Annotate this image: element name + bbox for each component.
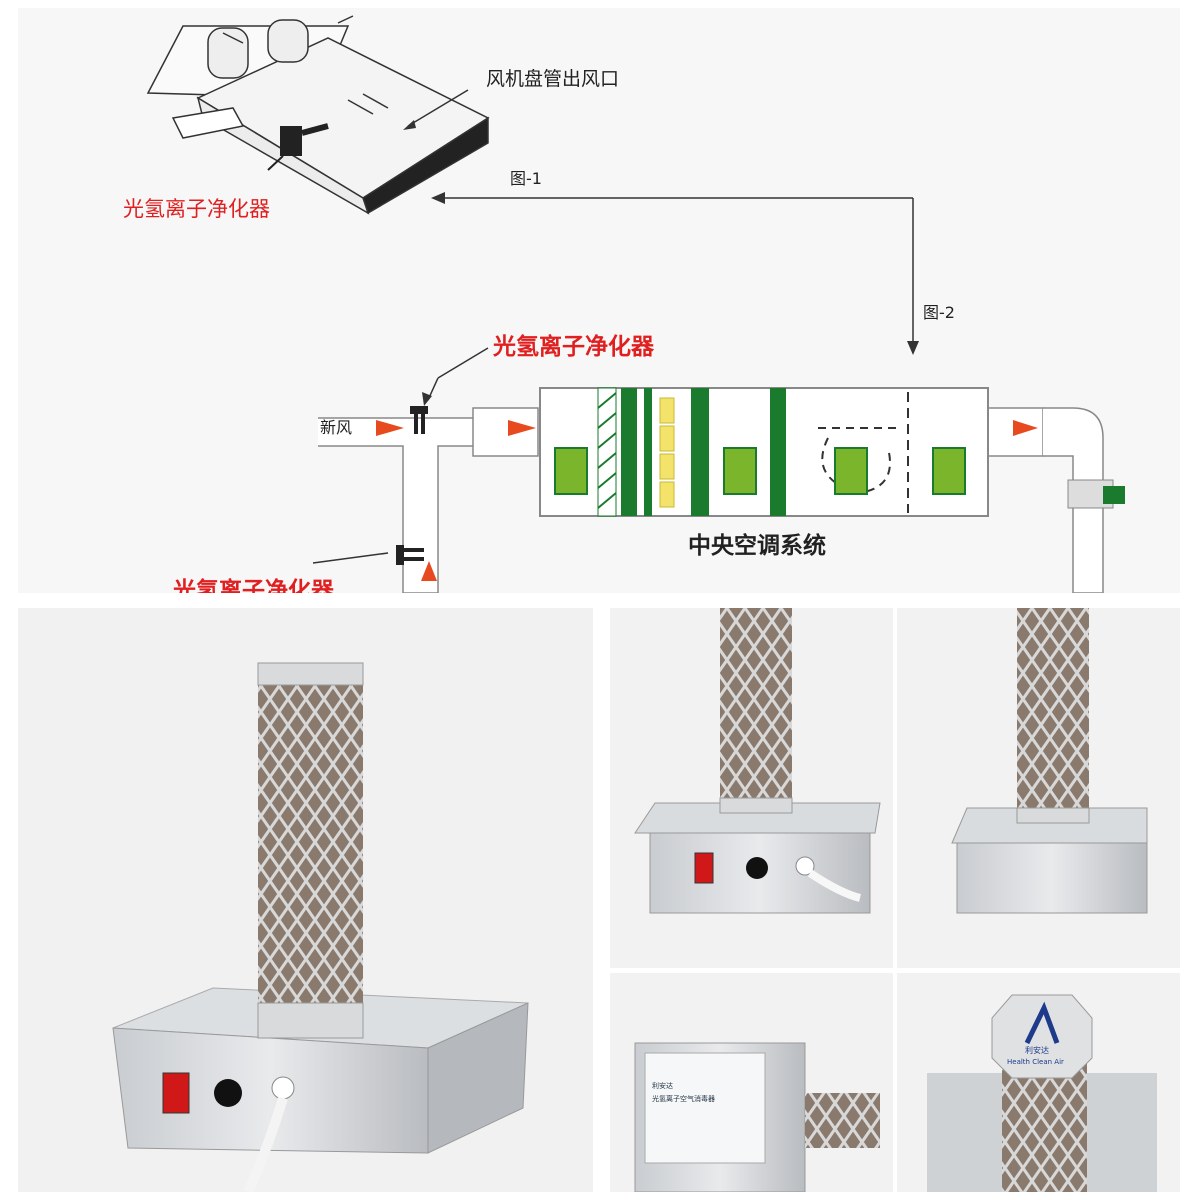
product-main-svg (112, 662, 529, 1192)
purifier-label-3: 光氢离子净化器 (172, 577, 335, 593)
logo-brand-text: 利安达 (1025, 1045, 1049, 1055)
arrow-right-icon (376, 420, 404, 436)
product-label (644, 1052, 766, 1164)
label-brand: 利安达 (652, 1081, 673, 1090)
arrow-down-icon (907, 341, 919, 355)
fan-block (834, 447, 868, 495)
base-front (956, 842, 1148, 914)
duct-purifier-icon (396, 406, 428, 565)
coil-bar (770, 388, 786, 516)
indicator-knob (214, 1079, 242, 1107)
right-purifier-icon (1103, 486, 1125, 504)
purifier-label-1: 光氢离子净化器 (123, 197, 270, 221)
fan-block (554, 447, 588, 495)
fan-coil-outlet-label: 风机盘管出风口 (486, 68, 619, 90)
coil-bar (644, 388, 652, 516)
power-switch (162, 1072, 190, 1114)
product-photo-grid: 利安达 光氢离子空气消毒器 利安达 Health Clean Air (610, 608, 1180, 1192)
indicator-knob (746, 857, 768, 879)
photo-top-view: 利安达 Health Clean Air (897, 973, 1180, 1192)
installation-diagram: 风机盘管出风口 光氢离子净化器 图-1 图-2 光氢离子净化器 (18, 8, 1180, 593)
cable-port (795, 856, 815, 876)
tube-cap-top (257, 662, 364, 686)
photo-label-view: 利安达 光氢离子空气消毒器 (610, 973, 893, 1192)
arrow-left-icon (431, 192, 445, 204)
yellow-filter (659, 397, 675, 508)
label-title: 光氢离子空气消毒器 (652, 1094, 715, 1103)
purifier-label-2: 光氢离子净化器 (492, 333, 655, 360)
fan-coil-unit (146, 15, 490, 215)
mesh-tube (258, 668, 363, 1013)
base-side (427, 1002, 529, 1154)
diagram-svg: 风机盘管出风口 光氢离子净化器 图-1 图-2 光氢离子净化器 (123, 15, 1125, 593)
figure-1-label: 图-1 (510, 169, 542, 188)
product-photo-main (18, 608, 593, 1192)
fresh-air-label: 新风 (320, 418, 352, 437)
logo-english-text: Health Clean Air (1007, 1058, 1064, 1066)
mesh-tube (805, 1093, 880, 1148)
tube-cap-octagon (991, 994, 1093, 1079)
fan-block (932, 447, 966, 495)
power-switch (694, 852, 714, 884)
brand-logo-icon (1024, 1001, 1060, 1045)
central-ac-label: 中央空调系统 (688, 532, 826, 559)
mesh-tube (720, 608, 792, 808)
arrow-right-icon (508, 420, 536, 436)
cable-port (271, 1076, 295, 1100)
figure-2-label: 图-2 (923, 303, 955, 322)
hatched-filter (597, 387, 617, 517)
tube-cap-bottom (257, 1002, 364, 1039)
photo-side-view (897, 608, 1180, 968)
purifier-mount-icon (280, 126, 302, 156)
arrow-right-icon (1013, 420, 1038, 436)
fan-block (723, 447, 757, 495)
arrow-up-icon (421, 561, 437, 581)
photo-front-view (610, 608, 893, 968)
coil-bar (691, 388, 709, 516)
mesh-tube (1017, 608, 1089, 818)
coil-bar (621, 388, 637, 516)
